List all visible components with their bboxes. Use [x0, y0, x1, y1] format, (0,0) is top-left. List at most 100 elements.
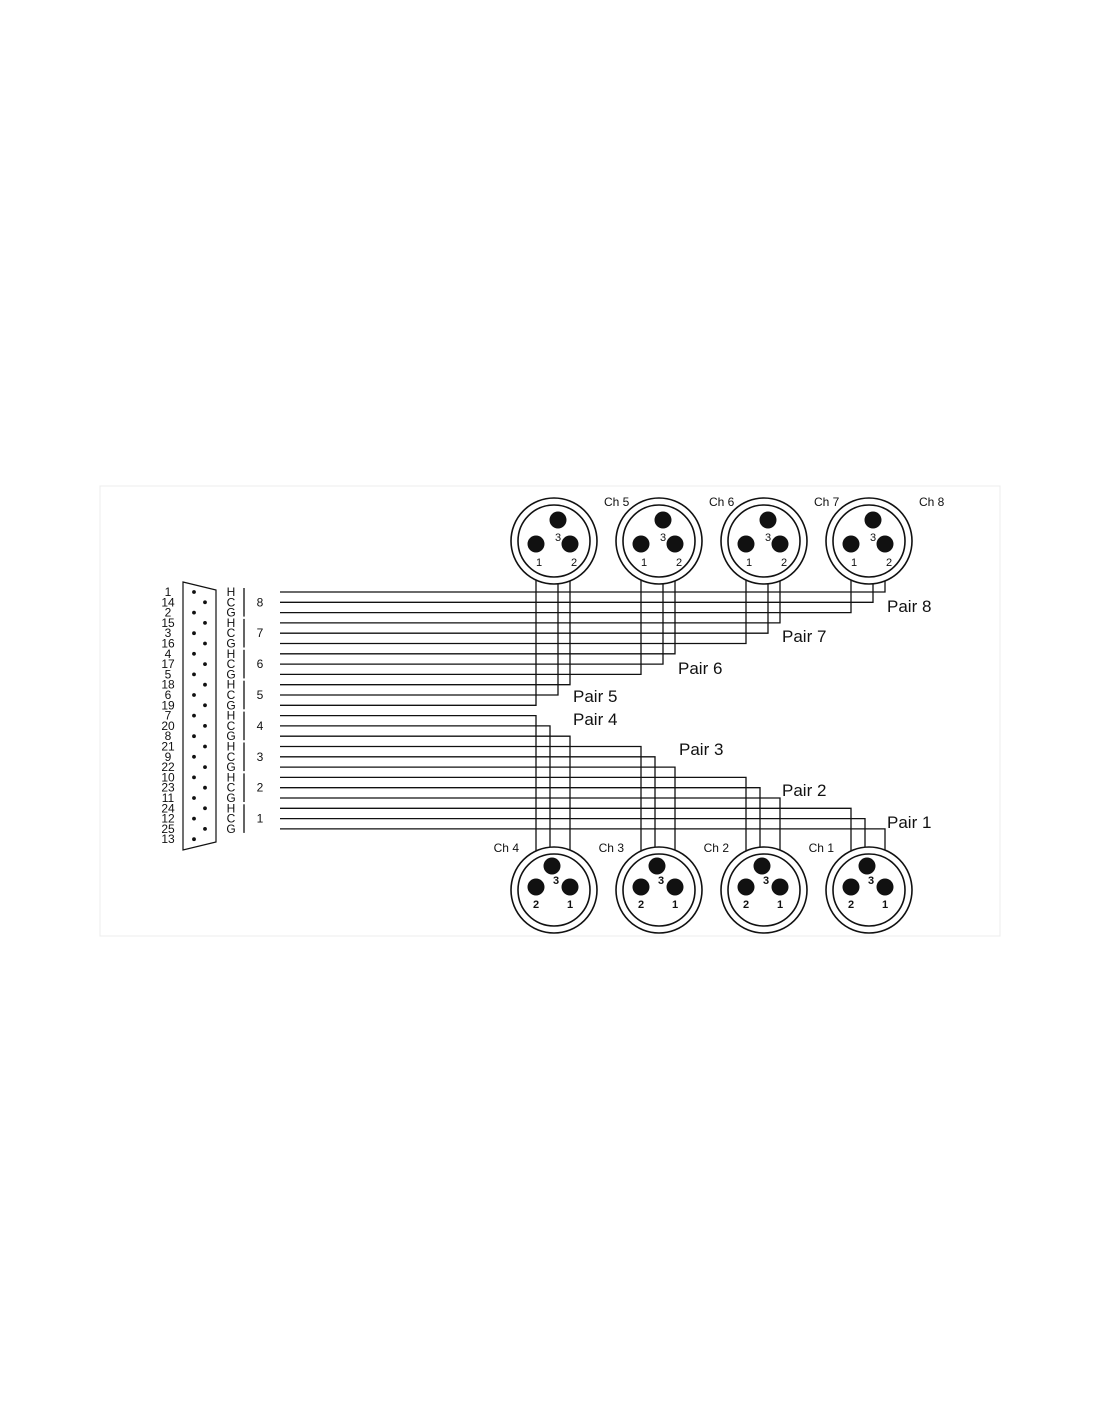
dsub-shell [182, 581, 217, 851]
hcg-letter: H [227, 585, 236, 599]
xlr-pin-label: 1 [882, 899, 888, 911]
xlr-channel-label: Ch 6 [709, 495, 735, 509]
xlr-pin-1 [527, 535, 545, 553]
pair-label: Pair 6 [678, 659, 722, 678]
dsub-pin-label: 22 [161, 760, 175, 774]
pair-label: Pair 3 [679, 740, 723, 759]
dsub-pin-label: 18 [161, 678, 175, 692]
dsub-pin [192, 816, 196, 821]
hcg-letter: H [227, 770, 236, 784]
hcg-letter: C [227, 719, 236, 733]
xlr-inner-ring [622, 504, 696, 578]
dsub-pin-label: 21 [161, 740, 175, 754]
dsub-pin [192, 610, 196, 615]
dsub-pin [203, 600, 207, 605]
xlr-inner-ring [517, 853, 591, 927]
dsub-pin [192, 631, 196, 636]
pair-label: Pair 2 [782, 781, 826, 800]
xlr-channel-label: Ch 1 [809, 841, 835, 855]
xlr-pin-label: 3 [870, 532, 876, 544]
xlr-connector: 3 1 2 Ch 6 [615, 495, 735, 585]
xlr-pin-label: 1 [536, 557, 542, 569]
xlr-pin-label: 1 [641, 557, 647, 569]
xlr-pin-1 [666, 878, 684, 896]
wire-bottom [280, 735, 571, 886]
pair-label: Pair 5 [573, 687, 617, 706]
pair-label: Pair 1 [887, 813, 931, 832]
hcg-letter: G [226, 760, 235, 774]
xlr-channel-label: Ch 3 [599, 841, 625, 855]
dsub-pin-label: 23 [161, 781, 175, 795]
xlr-pin-label: 1 [672, 899, 678, 911]
xlr-pin-3 [753, 857, 771, 875]
xlr-pin-label: 3 [658, 875, 664, 887]
hcg-letter: G [226, 667, 235, 681]
xlr-pin-label: 2 [781, 557, 787, 569]
wire-bottom [280, 776, 747, 886]
dsub-pin [203, 703, 207, 708]
xlr-pin-2 [666, 535, 684, 553]
xlr-pin-1 [737, 535, 755, 553]
dsub-pin [203, 724, 207, 728]
hcg-letter: C [227, 750, 236, 764]
hcg-letter: G [226, 606, 235, 620]
pair-label: Pair 8 [887, 597, 931, 616]
xlr-pin-label: 3 [763, 875, 769, 887]
xlr-pin-label: 3 [555, 532, 561, 544]
pair-label: Pair 4 [573, 710, 617, 729]
group-number: 2 [257, 781, 264, 795]
xlr-channel-label: Ch 7 [814, 495, 840, 509]
group-number: 1 [257, 812, 264, 826]
xlr-pin-label: 3 [868, 875, 874, 887]
dsub-pin [192, 837, 196, 842]
xlr-pin-2 [632, 878, 650, 896]
hcg-letter: G [226, 729, 235, 743]
xlr-channel-label: Ch 4 [494, 841, 520, 855]
xlr-pin-2 [527, 878, 545, 896]
dsub-pin [203, 806, 207, 811]
group-number: 4 [257, 719, 264, 733]
dsub-pin-label: 25 [161, 822, 175, 836]
wire-bottom [280, 766, 676, 886]
xlr-pin-label: 1 [777, 899, 783, 911]
dsub-pin-label: 24 [161, 801, 175, 815]
xlr-pin-label: 2 [743, 899, 749, 911]
dsub-pin [192, 796, 196, 800]
xlr-pin-3 [654, 511, 672, 529]
dsub-pin [192, 775, 196, 780]
dsub-pin-label: 15 [161, 616, 175, 630]
wire-bottom [280, 745, 642, 886]
xlr-pin-3 [858, 857, 876, 875]
dsub-pin-label: 10 [161, 770, 175, 784]
xlr-pin-2 [737, 878, 755, 896]
dsub-pin-label: 17 [161, 657, 175, 671]
dsub-pin-label: 7 [165, 709, 172, 723]
xlr-pin-label: 1 [851, 557, 857, 569]
xlr-pin-1 [876, 878, 894, 896]
dsub-pin-label: 12 [161, 812, 175, 826]
dsub-pin-label: 8 [165, 729, 172, 743]
xlr-inner-ring [727, 504, 801, 578]
hcg-letter: G [226, 637, 235, 651]
xlr-pin-label: 3 [660, 532, 666, 544]
xlr-pin-3 [543, 857, 561, 875]
xlr-inner-ring [517, 504, 591, 578]
dsub-pin [203, 662, 207, 666]
xlr-pin-label: 2 [676, 557, 682, 569]
dsub-pin-label: 1 [165, 585, 172, 599]
group-number: 5 [257, 688, 264, 702]
xlr-channel-label: Ch 8 [919, 495, 945, 509]
dsub-pin-label: 6 [165, 688, 172, 702]
xlr-pin-1 [771, 878, 789, 896]
wire-top [280, 545, 537, 706]
wire-bottom [280, 725, 551, 886]
group-number: 6 [257, 657, 264, 671]
hcg-letter: H [227, 678, 236, 692]
